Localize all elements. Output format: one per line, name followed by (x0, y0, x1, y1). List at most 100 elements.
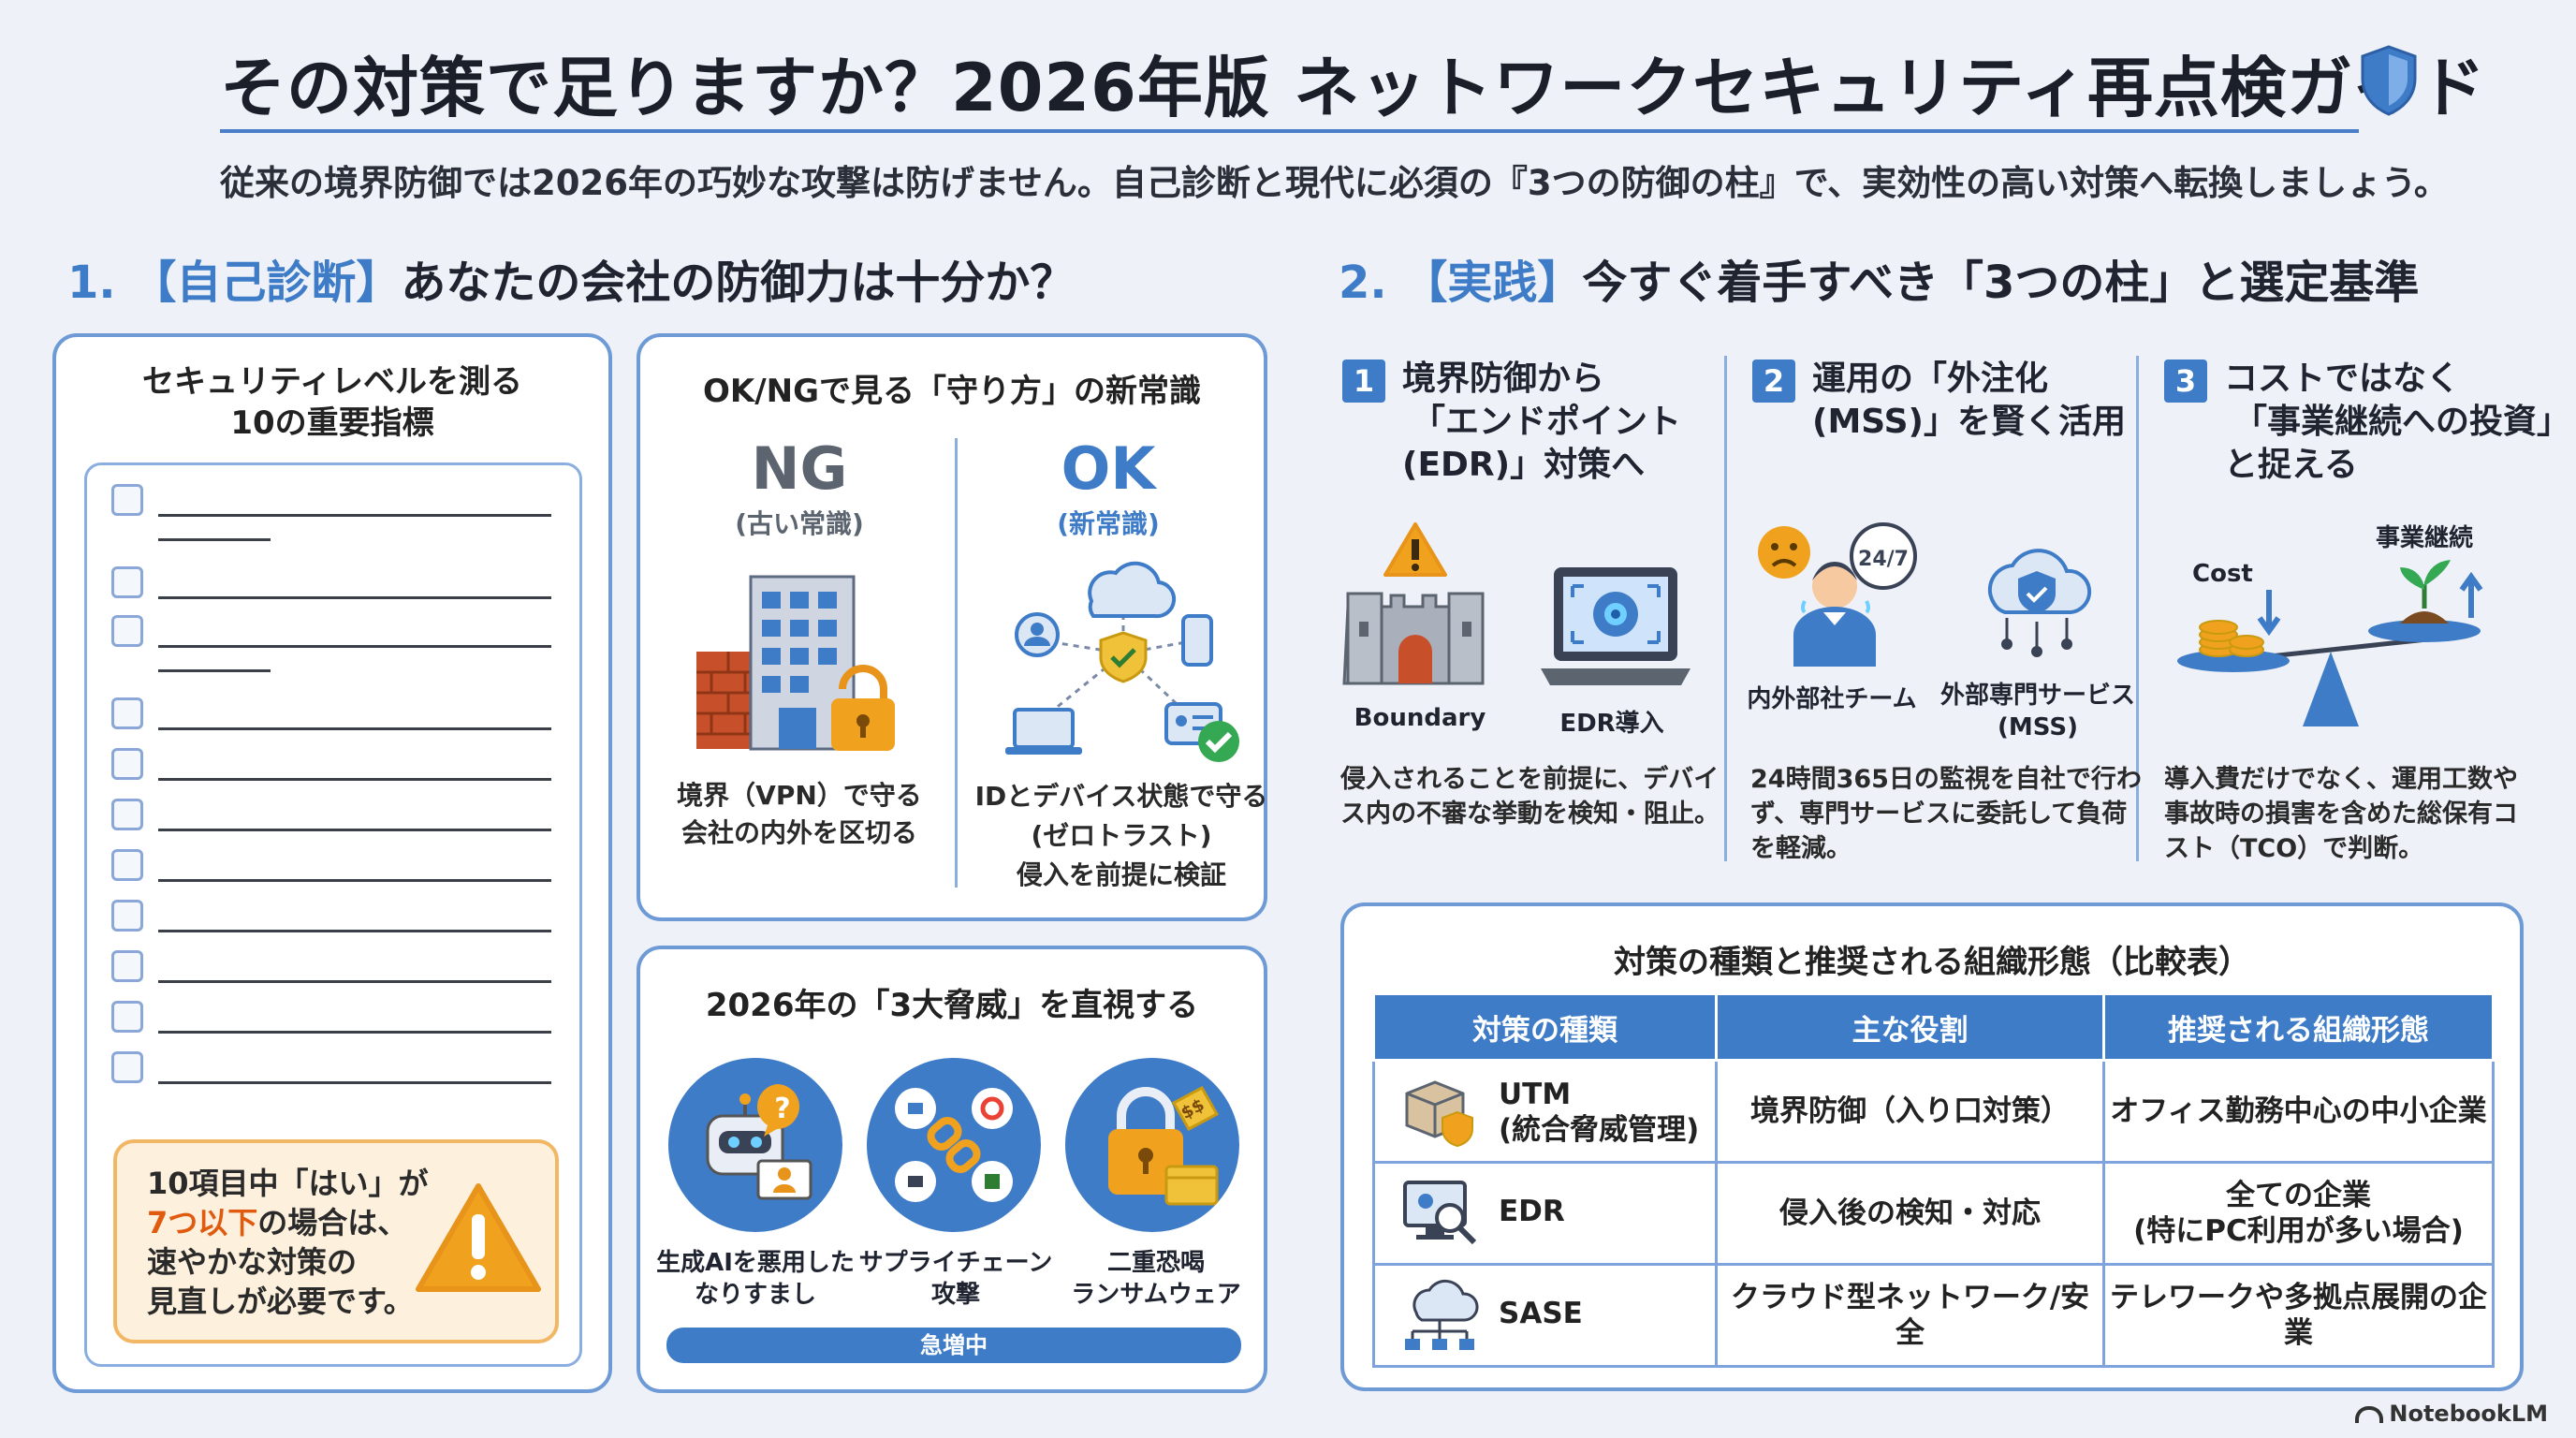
okng-title: OK/NGで見る「守り方」の新常識 (702, 373, 1202, 410)
ng-caption: 境界（VPN）で守る 会社の内外を区切る (659, 777, 940, 852)
notebooklm-icon (2355, 1406, 2384, 1423)
threat-1-line1: 生成AIを悪用した (656, 1249, 855, 1277)
section1-number: 1. (67, 257, 116, 309)
checklist-item[interactable] (111, 950, 570, 990)
ransomware-lock-icon: $$ (1065, 1058, 1239, 1232)
ng-caption-line2: 会社の内外を区切る (681, 817, 917, 848)
section1-tag: 【自己診断】 (131, 257, 402, 309)
pillar-3-title-line2: 「事業継続への投資」 (2233, 403, 2571, 441)
blank-line (158, 829, 551, 831)
section2-number: 2. (1339, 257, 1387, 309)
okng-card: OK/NGで見る「守り方」の新常識 NG (古い常識) 境界（VPN）で守る 会… (637, 333, 1267, 921)
table-cell-role: 境界防御（入り口対策） (1715, 1059, 2105, 1164)
table-header-row: 対策の種類 主な役割 推奨される組織形態 (1372, 992, 2495, 1062)
pillar-3-desc-line2: 事故時の損害を含めた総保有コ (2164, 800, 2518, 829)
checklist-item[interactable] (111, 697, 570, 737)
checkbox[interactable] (111, 1001, 143, 1033)
pillar-3-desc-line3: スト（TCO）で判断。 (2164, 834, 2424, 863)
pillar-2-desc-line1: 24時間365日の監視を自社で行わ (1750, 765, 2142, 794)
checkbox[interactable] (111, 615, 143, 647)
okng-divider (955, 438, 958, 888)
svg-text:?: ? (774, 1093, 790, 1125)
table-cell-role: 侵入後の検知・対応 (1715, 1161, 2105, 1266)
threats-card: 2026年の「3大脅威」を直視する ? 生成AIを悪用した なりすまし サプライ… (637, 946, 1267, 1393)
table-cell-type: UTM (統合脅威管理) (1372, 1059, 1718, 1164)
pillar-3-desc: 導入費だけでなく、運用工数や 事故時の損害を含めた総保有コ スト（TCO）で判断… (2164, 762, 2518, 866)
row-2-org-line2: (特にPC利用が多い場合) (2133, 1214, 2464, 1248)
checklist-item[interactable] (111, 615, 570, 672)
pillar-2-icon-label-1: 内外部社チーム (1747, 685, 1917, 713)
stressed-team-icon: 24/7 (1758, 522, 1917, 667)
cloud-network-icon (1405, 1279, 1479, 1350)
pillar-1-desc-line1: 侵入されることを前提に、デバイ (1340, 765, 1720, 794)
checklist-item[interactable] (111, 484, 570, 541)
threat-2-line1: サプライチェーン (858, 1249, 1053, 1277)
checklist-item[interactable] (111, 799, 570, 838)
pillar-3-icon-label-1: Cost (2192, 560, 2253, 588)
cost-balance-scale-icon (2177, 560, 2483, 726)
table-row: UTM (統合脅威管理) 境界防御（入り口対策） オフィス勤務中心の中小企業 (1372, 1059, 2495, 1164)
blank-line-short (158, 538, 271, 541)
page-subtitle: 従来の境界防御では2026年の巧妙な攻撃は防げません。自己診断と現代に必須の『3… (220, 163, 2449, 203)
pillar-1-title: 境界防御から 「エンドポイント (EDR)」対策へ (1402, 358, 1681, 487)
warning-text: 10項目中「はい」が 7つ以下の場合は、 速やかな対策の 見直しが必要です。 (147, 1164, 429, 1321)
threat-item-2: サプライチェーン 攻撃 (848, 1247, 1063, 1311)
pillar-2-desc: 24時間365日の監視を自社で行わ ず、専門サービスに委託して負荷 を軽減。 (1750, 762, 2142, 866)
table-cell-org: オフィス勤務中心の中小企業 (2102, 1059, 2495, 1164)
pillar-2-title-line2: (MSS)」を賢く活用 (1812, 403, 2126, 441)
blank-line (158, 1031, 551, 1034)
warning-line4: 見直しが必要です。 (147, 1284, 414, 1319)
ng-caption-line1: 境界（VPN）で守る (677, 780, 922, 811)
pillar-1-number: 1 (1342, 360, 1385, 403)
rising-threats-bar: 急増中 (666, 1328, 1241, 1363)
warning-box: 10項目中「はい」が 7つ以下の場合は、 速やかな対策の 見直しが必要です。 (113, 1139, 559, 1343)
comparison-title: 対策の種類と推奨される組織形態（比較表） (1614, 944, 2250, 981)
table-row: SASE クラウド型ネットワーク/安全 テレワークや多拠点展開の企業 (1372, 1263, 2495, 1368)
cloud-security-service-icon (1987, 549, 2092, 657)
checklist-item[interactable] (111, 900, 570, 939)
checklist-item[interactable] (111, 566, 570, 606)
pillar-1-desc: 侵入されることを前提に、デバイ ス内の不審な挙動を検知・阻止。 (1340, 762, 1720, 831)
pillar-2-title: 運用の「外注化 (MSS)」を賢く活用 (1812, 358, 2126, 444)
checkbox[interactable] (111, 566, 143, 598)
checkbox[interactable] (111, 849, 143, 881)
table-cell-org: テレワークや多拠点展開の企業 (2102, 1263, 2495, 1368)
pillar-2-icon-label-2-line1: 外部専門サービス (1939, 682, 2135, 710)
checklist-item[interactable] (111, 849, 570, 888)
checklist-title-line2: 10の重要指標 (230, 404, 434, 442)
checklist-item[interactable] (111, 1051, 570, 1091)
checklist-title: セキュリティレベルを測る 10の重要指標 (56, 361, 608, 444)
pillar-divider-1 (1724, 356, 1727, 861)
checklist-card: セキュリティレベルを測る 10の重要指標 10項目中「はい」が 7つ以下の場合は… (52, 333, 612, 1393)
castle-warning-icon (1342, 522, 1485, 685)
blank-line (158, 727, 551, 730)
ok-caption-line1: IDとデバイス状態で守る (974, 781, 1268, 812)
pillar-1-icon-label-2: EDR導入 (1559, 710, 1664, 738)
checkbox[interactable] (111, 1051, 143, 1083)
table-row: EDR 侵入後の検知・対応 全ての企業 (特にPC利用が多い場合) (1372, 1161, 2495, 1266)
checkbox[interactable] (111, 748, 143, 780)
pillar-3-number: 3 (2164, 360, 2207, 403)
blank-line (158, 596, 551, 599)
pillar-3-title-line3: と捉える (2224, 446, 2358, 484)
pillar-2-desc-line3: を軽減。 (1750, 834, 1852, 863)
threats-title: 2026年の「3大脅威」を直視する (705, 987, 1199, 1024)
ng-sublabel: (古い常識) (735, 508, 864, 539)
checkbox[interactable] (111, 697, 143, 729)
pillar-1-icon-label-1: Boundary (1354, 704, 1486, 732)
table-cell-type: EDR (1372, 1161, 1718, 1266)
section2-tag: 【実践】 (1402, 257, 1583, 309)
page-title: その対策で足りますか？2026年版 ネットワークセキュリティ再点検ガイド (220, 50, 2486, 126)
blank-line (158, 778, 551, 781)
blank-line (158, 1081, 551, 1084)
checkbox[interactable] (111, 484, 143, 516)
checklist-item[interactable] (111, 748, 570, 787)
ng-label: NG (751, 434, 848, 503)
checklist-item[interactable] (111, 1001, 570, 1040)
notebooklm-logo: NotebookLM (2355, 1401, 2548, 1427)
notebooklm-text: NotebookLM (2389, 1401, 2548, 1427)
checkbox[interactable] (111, 799, 143, 830)
comparison-table: 対策の種類 主な役割 推奨される組織形態 UTM (統合脅威管理) (1372, 992, 2495, 1368)
checkbox[interactable] (111, 950, 143, 982)
checkbox[interactable] (111, 900, 143, 932)
